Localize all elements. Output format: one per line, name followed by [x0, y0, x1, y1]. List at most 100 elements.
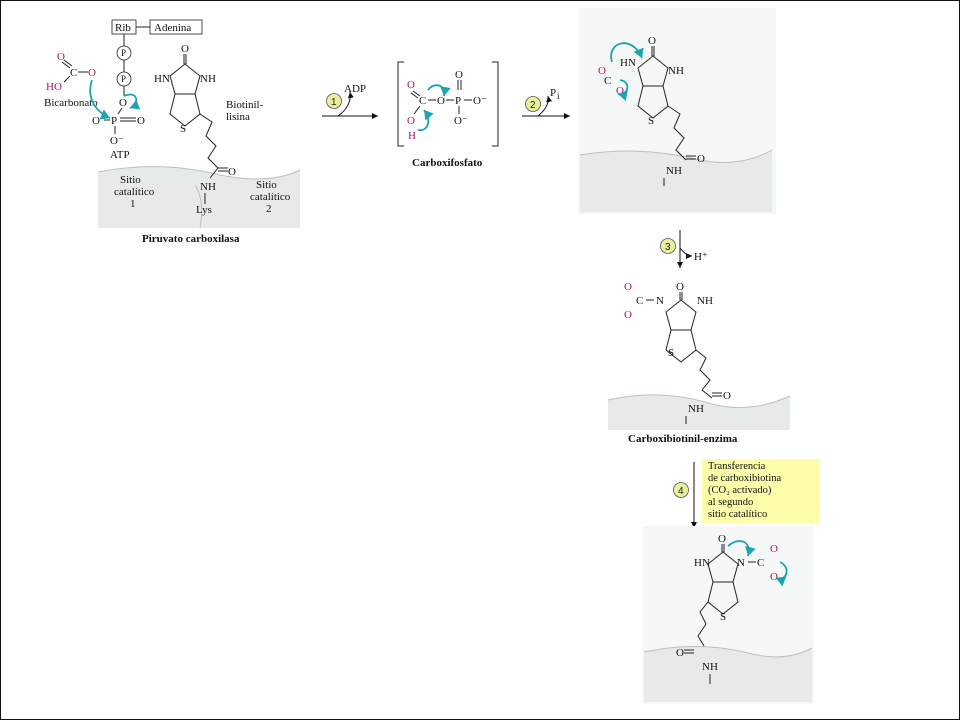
sitio2-line1: Sitio — [256, 179, 277, 191]
phosphate-p-2: P — [121, 74, 126, 84]
p4-co-o1: O — [770, 543, 778, 555]
bicarb-o-right: O — [88, 67, 96, 79]
biotin-s-1: S — [180, 123, 186, 135]
step3-number: 3 — [665, 242, 671, 253]
amide-nh-1: NH — [200, 181, 216, 193]
p3-amide-o: O — [723, 390, 731, 402]
bicarb-ho: HO — [46, 81, 62, 93]
step2-badge — [525, 96, 541, 112]
lys-label: Lys — [196, 204, 212, 216]
p4-s: S — [720, 611, 726, 623]
o-double: O — [137, 115, 145, 127]
p2-hn: HN — [620, 57, 636, 69]
biotin-hn-1: HN — [154, 73, 170, 85]
sitio1-line1: Sitio — [120, 174, 141, 186]
step4-note-line3: (CO₂ activado) — [708, 485, 772, 496]
p4-co-c: C — [757, 557, 764, 569]
phosphate-p-1: P — [121, 48, 126, 58]
p2-biotin-o: O — [648, 35, 656, 47]
step4-note-box — [702, 459, 820, 523]
p2-amide-nh: NH — [666, 165, 682, 177]
step4-note-line1: Transferencia — [708, 461, 766, 472]
curly-arrow-atp — [123, 93, 141, 110]
step-4: 4 — [673, 462, 697, 528]
step2-pi: P — [550, 87, 556, 99]
bicarbonato-label: Bicarbonato — [44, 97, 98, 109]
cp-c: C — [419, 95, 426, 107]
panel-piruvato-carboxilasa: Rib Adenina P P O P O⁻ O O⁻ ATP O C O HO… — [44, 19, 301, 245]
step1-number: 1 — [331, 97, 337, 108]
biotin-nh-1: NH — [200, 73, 216, 85]
panel-carboxibiotinil-enzima: O N NH S O NH C O O Carboxibiotinil-enzi… — [607, 281, 791, 445]
amide-o-1: O — [228, 166, 236, 178]
panel-second-site: O HN N S O NH C O O — [642, 526, 814, 704]
p2-co-o1: O — [598, 65, 606, 77]
o-minus-left: O⁻ — [92, 115, 106, 127]
p4-amide-o: O — [676, 647, 684, 659]
p4-amide-nh: NH — [702, 661, 718, 673]
sitio1-line3: 1 — [130, 198, 136, 210]
cp-o-h: O — [407, 115, 415, 127]
p3-co-c: C — [636, 295, 643, 307]
cp-o-dbl: O — [455, 69, 463, 81]
carboxibiotinil-caption: Carboxibiotinil-enzima — [628, 433, 738, 445]
rib-label: Rib — [115, 22, 131, 34]
cp-o-minus-r: O⁻ — [473, 95, 487, 107]
step-3: 3 H⁺ — [660, 230, 708, 268]
step4-note-line5: sitio catalítico — [708, 509, 768, 520]
curly-arrow-bicarb — [89, 79, 111, 120]
step2-number: 2 — [530, 100, 536, 111]
cp-h: H — [408, 130, 416, 142]
p3-co-o1: O — [624, 281, 632, 293]
p3-nh: NH — [697, 295, 713, 307]
p4-co-o2: O — [770, 571, 778, 583]
step-2: 2 P i — [522, 87, 570, 119]
cp-o-bridge: O — [437, 95, 445, 107]
step4-note-line2: de carboxibiotina — [708, 473, 782, 484]
gamma-p: P — [111, 115, 117, 127]
step2-pi-sub: i — [557, 91, 560, 101]
step1-adp: ADP — [344, 83, 366, 95]
p3-s: S — [668, 347, 674, 359]
p2-nh: NH — [668, 65, 684, 77]
biotinil-label-1: Biotinil- — [226, 99, 264, 111]
bridging-o: O — [119, 97, 127, 109]
p4-hn: HN — [694, 557, 710, 569]
atp-label: ATP — [110, 149, 130, 161]
adenina-label: Adenina — [154, 22, 191, 34]
p4-biotin-o: O — [718, 533, 726, 545]
p4-n: N — [737, 557, 745, 569]
step4-note-line4: al segundo — [708, 497, 754, 508]
p2-s: S — [648, 115, 654, 127]
adenina-box — [149, 19, 203, 35]
sitio2-line2: catalítico — [250, 191, 291, 203]
step4-number: 4 — [678, 486, 684, 497]
p3-biotin-o: O — [676, 281, 684, 293]
biotin-o-1: O — [181, 43, 189, 55]
carboxifosfato: O C O P O O⁻ O⁻ O H Carboxifosfato — [397, 61, 499, 169]
bicarb-c: C — [70, 67, 77, 79]
cp-o-top: O — [407, 79, 415, 91]
step4-badge — [673, 482, 689, 498]
p3-co-o2: O — [624, 309, 632, 321]
step1-badge — [326, 93, 342, 109]
cp-o-minus-b: O⁻ — [454, 115, 468, 127]
step3-badge — [660, 238, 676, 254]
step3-hplus: H⁺ — [694, 251, 708, 263]
p3-n: N — [656, 295, 664, 307]
carboxifosfato-caption: Carboxifosfato — [412, 157, 483, 169]
piruvato-carboxilasa-caption: Piruvato carboxilasa — [142, 233, 240, 245]
p2-amide-o: O — [697, 153, 705, 165]
o-minus-bottom: O⁻ — [110, 135, 124, 147]
sitio1-line2: catalítico — [114, 186, 155, 198]
p2-co-o2: O — [616, 85, 624, 97]
step-1: 1 ADP — [322, 83, 378, 119]
p3-amide-nh: NH — [688, 403, 704, 415]
enzyme-surface-1 — [98, 166, 300, 228]
biotinil-label-2: lisina — [226, 111, 250, 123]
cp-p: P — [455, 95, 461, 107]
panel-carboxybiotin-forming: O HN NH S O NH O C O — [578, 8, 776, 214]
p2-co-c: C — [604, 75, 611, 87]
sitio2-line3: 2 — [266, 203, 272, 215]
